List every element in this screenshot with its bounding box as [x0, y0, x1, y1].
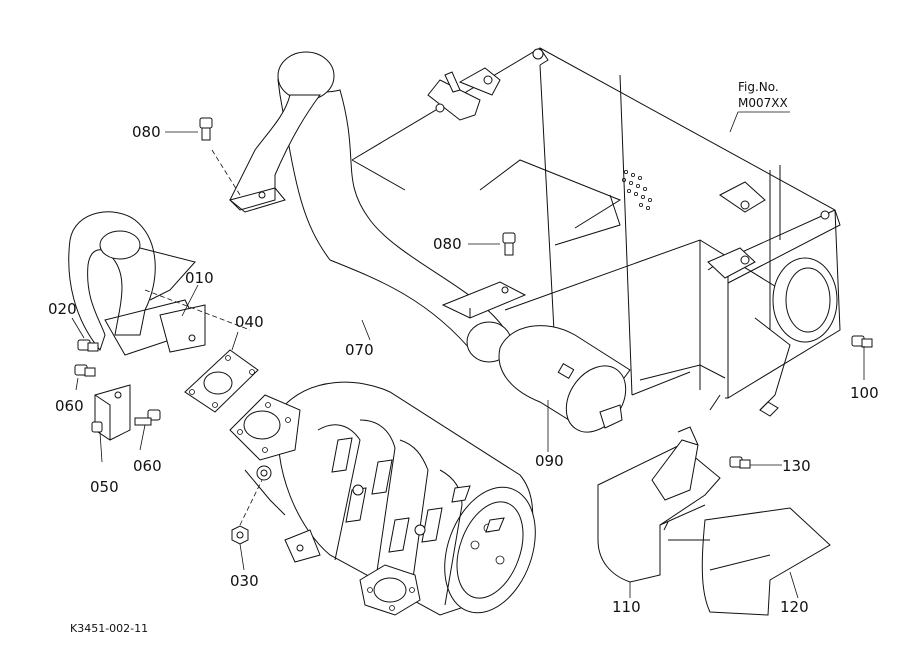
nut-030: [231, 479, 263, 571]
callout-050: 050: [90, 478, 119, 496]
tail-pipe-090: [498, 325, 631, 452]
callout-130: 130: [782, 457, 811, 475]
callout-120: 120: [780, 598, 809, 616]
callout-010: 010: [185, 269, 214, 287]
bolt-130: [729, 456, 782, 469]
front-pipe-010: [68, 211, 251, 356]
muffler-assembly: [229, 381, 536, 616]
heat-shield-110: [597, 426, 721, 598]
fig-leader-line: [729, 111, 739, 133]
callout-080-upper: 080: [132, 123, 161, 141]
callout-110: 110: [612, 598, 641, 616]
callout-020: 020: [48, 300, 77, 318]
callout-070: 070: [345, 341, 374, 359]
callout-100: 100: [850, 384, 879, 402]
callout-080-lower: 080: [433, 235, 462, 253]
fig-number: M007XX: [738, 96, 788, 110]
heat-shield-120: [668, 507, 831, 616]
drawing-code: K3451-002-11: [70, 622, 148, 635]
frame-bracket: [351, 47, 841, 417]
fig-no-label: Fig.No.: [738, 80, 779, 94]
bolt-100: [851, 335, 873, 380]
bolt-060-lower: [134, 409, 161, 451]
gasket-040: [184, 331, 259, 413]
bolt-080-lower: [468, 232, 516, 256]
bolt-020: [71, 317, 99, 352]
bracket-050: [91, 384, 131, 463]
perforation-dots: [622, 169, 653, 210]
bolt-080-upper: [165, 117, 213, 141]
leader-070: [361, 319, 371, 341]
callout-060-upper: 060: [55, 397, 84, 415]
callout-090: 090: [535, 452, 564, 470]
callout-040: 040: [235, 313, 264, 331]
callout-060-lower: 060: [133, 457, 162, 475]
bolt-060-upper: [74, 364, 96, 391]
leader-010: [181, 284, 199, 317]
callout-030: 030: [230, 572, 259, 590]
